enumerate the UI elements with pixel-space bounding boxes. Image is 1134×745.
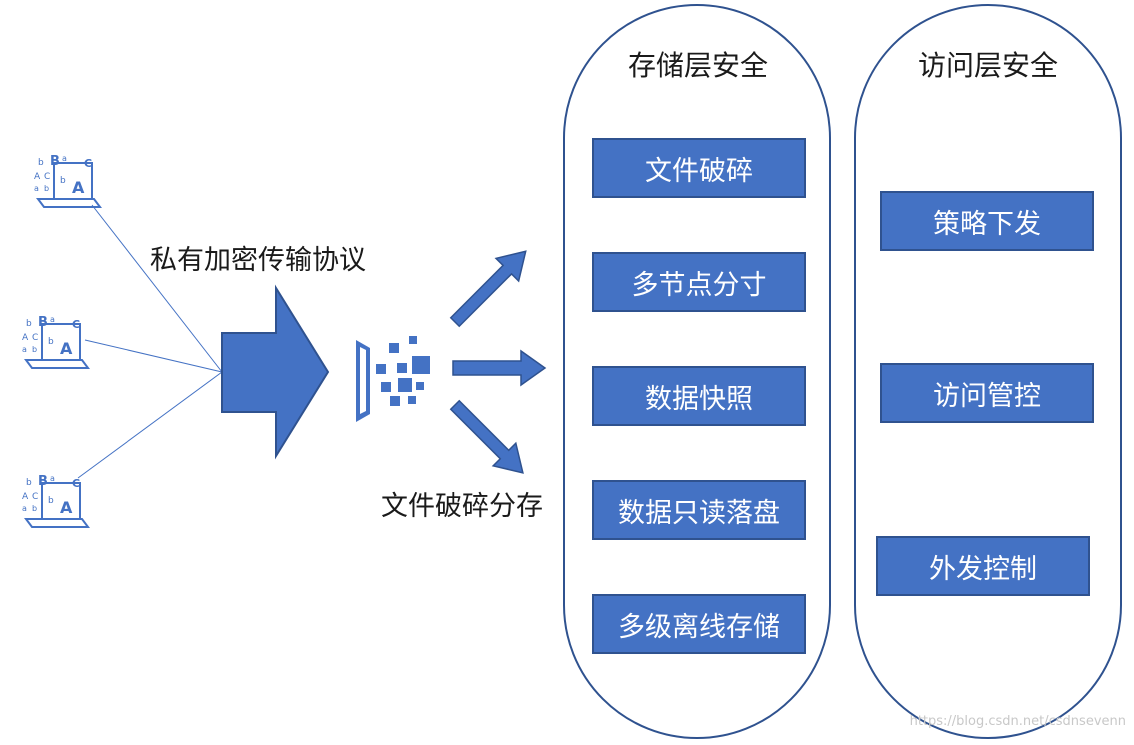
storage-item-offline: 多级离线存储: [592, 594, 806, 654]
watermark-text: https://blog.csdn.net/csdnsevenn: [909, 714, 1126, 729]
svg-text:a: a: [62, 154, 67, 163]
svg-text:B: B: [50, 154, 60, 169]
storage-item-snapshot: 数据快照: [592, 366, 806, 426]
access-item-control: 访问管控: [880, 363, 1094, 423]
svg-text:A: A: [60, 339, 73, 358]
storage-item-read-only: 数据只读落盘: [592, 480, 806, 540]
svg-text:a: a: [50, 315, 55, 324]
storage-item-multi-node: 多节点分寸: [592, 252, 806, 312]
access-item-policy: 策略下发: [880, 191, 1094, 251]
storage-layer-title: 存储层安全: [627, 49, 768, 82]
big-right-arrow-icon: [221, 284, 330, 460]
laptop-letters-icon: A B b a C A C a b b: [22, 315, 90, 369]
svg-text:a: a: [50, 474, 55, 483]
access-item-outbound: 外发控制: [876, 536, 1090, 596]
svg-text:b: b: [26, 478, 32, 488]
arrow-up-right-icon: [449, 250, 527, 328]
svg-text:A: A: [72, 178, 85, 197]
access-layer-title: 访问层安全: [917, 49, 1058, 82]
svg-text:b: b: [38, 158, 44, 168]
svg-text:A: A: [22, 492, 29, 502]
laptop-letters-icon: A B b a C A C a b b: [34, 154, 102, 208]
svg-text:b: b: [60, 176, 66, 186]
file-shred-icon: [356, 336, 430, 422]
svg-text:B: B: [38, 315, 48, 330]
connector-lines: [77, 204, 223, 479]
connector-line-client-3: [77, 371, 223, 479]
protocol-label: 私有加密传输协议: [150, 245, 366, 276]
svg-text:b: b: [48, 496, 54, 506]
svg-text:C: C: [32, 492, 38, 502]
svg-text:b: b: [26, 319, 32, 329]
svg-text:b: b: [48, 337, 54, 347]
svg-text:a: a: [34, 184, 39, 193]
shard-store-label: 文件破碎分存: [381, 491, 543, 522]
svg-text:b: b: [32, 504, 37, 513]
svg-text:C: C: [44, 172, 50, 182]
svg-text:A: A: [60, 498, 73, 517]
arrow-right-icon: [452, 349, 547, 387]
svg-text:C: C: [72, 318, 80, 331]
svg-text:C: C: [84, 157, 92, 170]
laptop-letters-icon: A B b a C A C a b b: [22, 474, 90, 528]
svg-text:B: B: [38, 474, 48, 489]
svg-text:b: b: [44, 184, 49, 193]
connector-line-client-1: [91, 204, 223, 373]
svg-text:A: A: [22, 333, 29, 343]
connector-line-client-2: [84, 339, 223, 373]
arrow-down-right-icon: [449, 399, 524, 474]
svg-text:A: A: [34, 172, 41, 182]
svg-text:a: a: [22, 504, 27, 513]
storage-item-file-shred: 文件破碎: [592, 138, 806, 198]
svg-text:C: C: [32, 333, 38, 343]
svg-text:b: b: [32, 345, 37, 354]
svg-text:C: C: [72, 477, 80, 490]
svg-text:a: a: [22, 345, 27, 354]
